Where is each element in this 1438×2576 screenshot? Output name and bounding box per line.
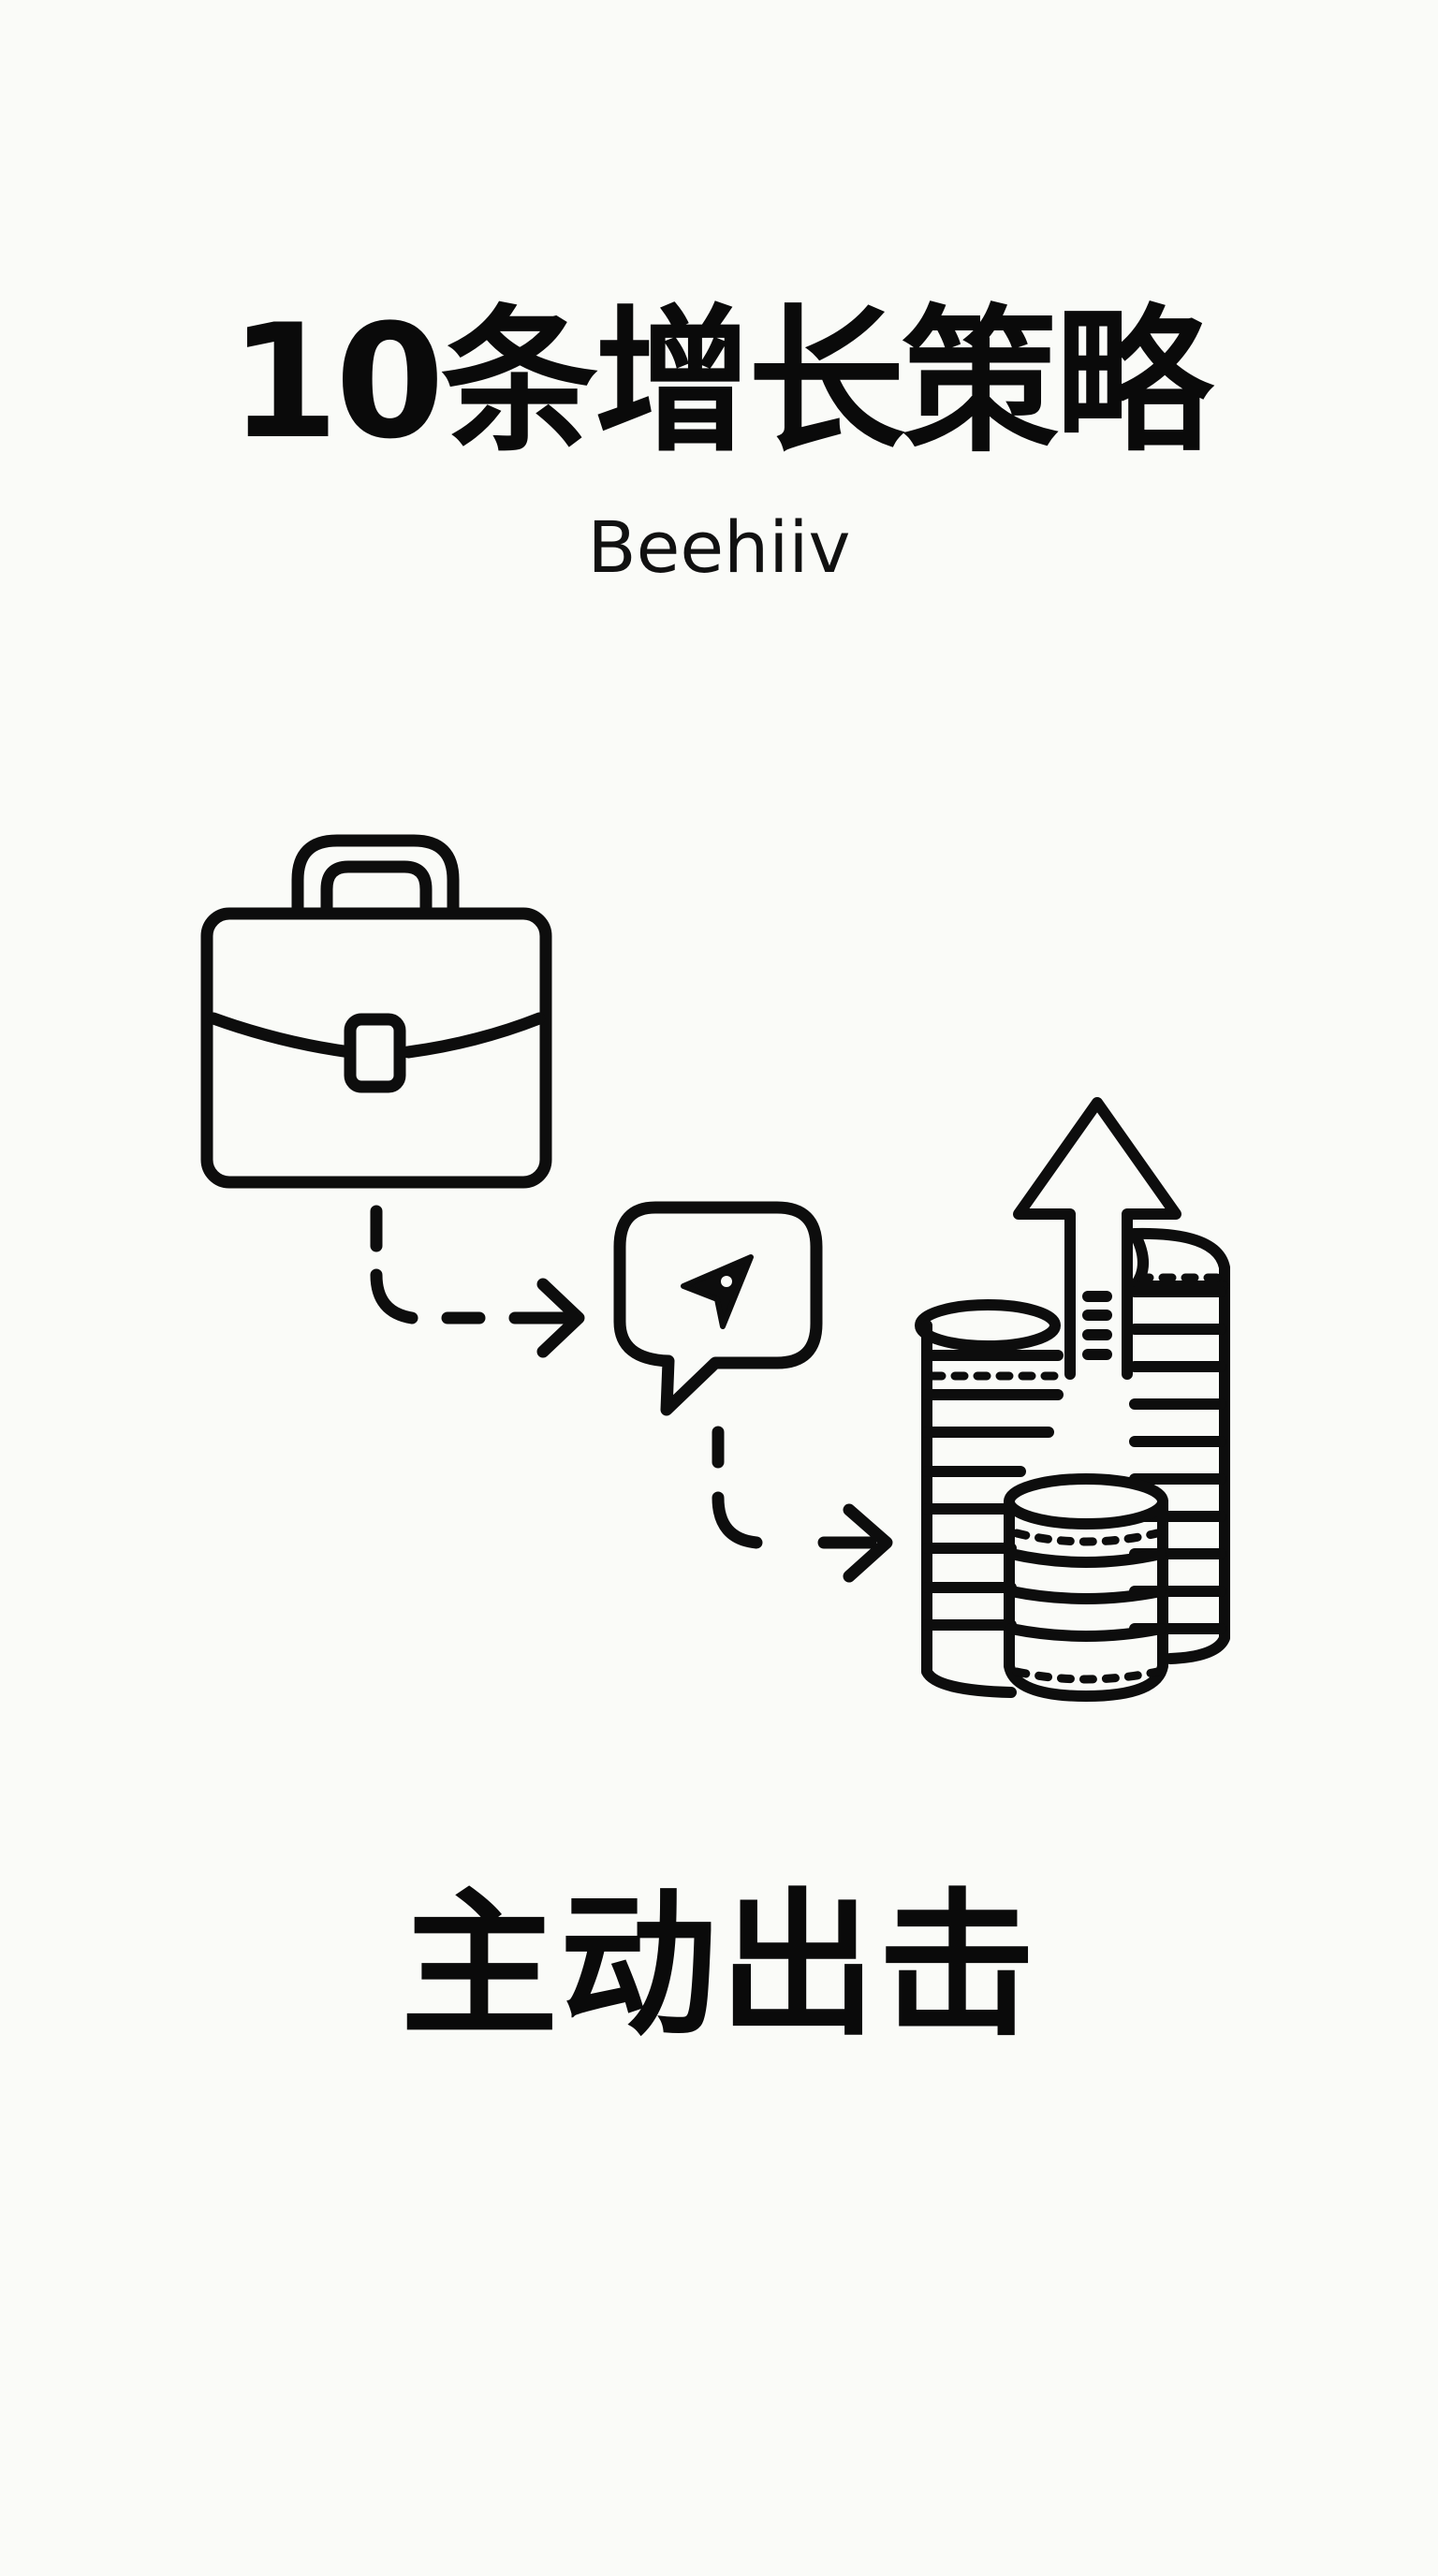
chat-bubble-send-icon (613, 1201, 823, 1416)
coin-stack-growth-icon (915, 1097, 1230, 1702)
poster-caption: 主动出击 (401, 1874, 1037, 2057)
dashed-arrow-connector-1 (370, 1205, 585, 1358)
dashed-arrow-connector-2 (712, 1426, 893, 1583)
briefcase-icon (200, 834, 552, 1189)
poster-subtitle: Beehiiv (587, 505, 851, 589)
poster-title: 10条增长策略 (229, 290, 1212, 474)
